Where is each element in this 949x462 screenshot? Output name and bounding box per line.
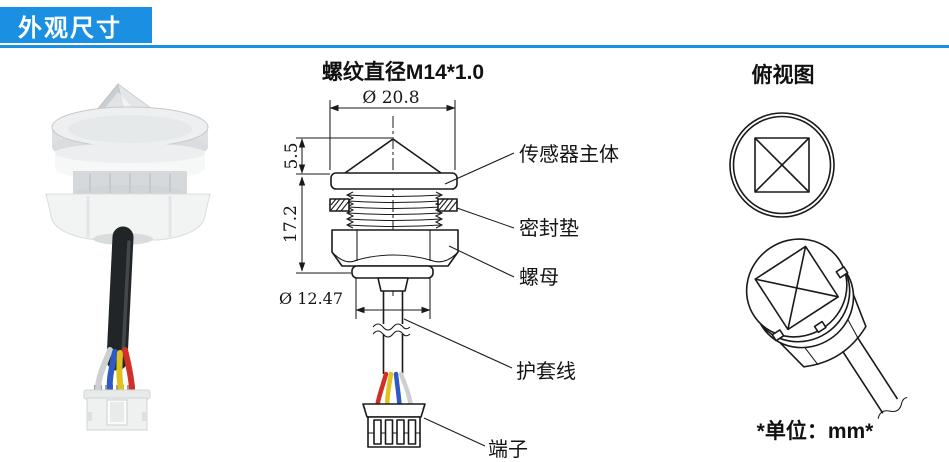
photo-wire-red: [122, 347, 135, 391]
photo-wire-white: [95, 347, 113, 391]
leader-lines: [403, 152, 515, 447]
perspective-drawing: [745, 238, 908, 419]
drawn-cap: [330, 172, 458, 190]
header-bar: 外观尺寸: [0, 7, 152, 43]
label-gasket: 密封垫: [519, 218, 579, 240]
label-sensor-body: 传感器主体: [519, 144, 619, 166]
drawn-nut: [331, 229, 459, 267]
dim-flange-diameter: Ø 12.47: [279, 289, 344, 308]
dim-body-height: 17.2: [281, 205, 301, 243]
front-section-drawing: [296, 100, 515, 448]
drawn-gasket: [329, 198, 458, 212]
drawn-cable: [372, 291, 411, 374]
product-photo-render: [45, 83, 211, 431]
drawn-flange: [351, 265, 434, 279]
header-accent-line: [0, 45, 949, 48]
label-nut: 螺母: [519, 267, 559, 289]
label-terminal: 端子: [488, 439, 528, 461]
label-cable: 护套线: [516, 361, 576, 383]
photo-gasket-ring: [55, 143, 205, 163]
drawing-title: 螺纹直径M14*1.0: [321, 61, 485, 84]
top-view-title: 俯视图: [751, 64, 815, 87]
drawn-terminal: [362, 403, 426, 448]
drawn-cone: [344, 138, 442, 174]
top-view-drawing: [729, 112, 835, 218]
photo-cable: [106, 226, 134, 371]
page-title: 外观尺寸: [18, 14, 122, 42]
unit-note: *单位：mm*: [756, 420, 874, 443]
drawn-neck: [377, 277, 409, 292]
drawn-threads: [345, 191, 444, 229]
dim-head-height: 5.5: [282, 142, 302, 170]
dim-top-diameter: Ø 20.8: [362, 88, 420, 108]
photo-wire-yellow: [116, 350, 124, 391]
photo-wire-blue: [106, 349, 118, 391]
